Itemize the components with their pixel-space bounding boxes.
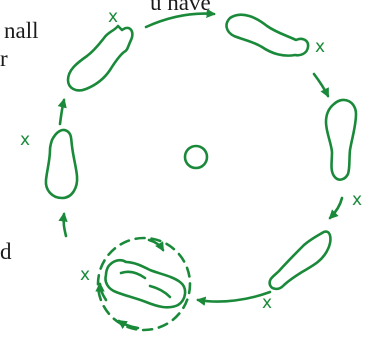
cell-blob-bottom-right: [270, 232, 331, 289]
nucleus-curve: [121, 272, 145, 278]
cell-blob-left: [46, 130, 77, 198]
x-mark: x: [80, 265, 90, 285]
cycle-arrow-top: [146, 14, 214, 27]
x-mark: x: [20, 130, 30, 150]
nucleus-curve: [150, 286, 170, 297]
cycle-arrow-upper-left: [60, 100, 64, 124]
cycle-arrow-bottom: [198, 292, 270, 302]
x-mark: x: [352, 190, 362, 210]
x-mark: x: [262, 293, 272, 313]
x-mark: x: [108, 7, 118, 27]
cycle-arrow-left: [64, 214, 66, 236]
cell-blob-right: [326, 100, 356, 180]
center-circle: [185, 146, 207, 168]
division-circle: [98, 238, 190, 330]
cell-blob-top-left: [68, 26, 132, 90]
cell-blob-bottom-left: [105, 260, 185, 307]
cycle-arrow-top-right: [314, 74, 328, 96]
x-mark: x: [315, 37, 325, 57]
cycle-arrow-right: [330, 198, 342, 218]
cell-blob-top-right: [227, 15, 309, 56]
